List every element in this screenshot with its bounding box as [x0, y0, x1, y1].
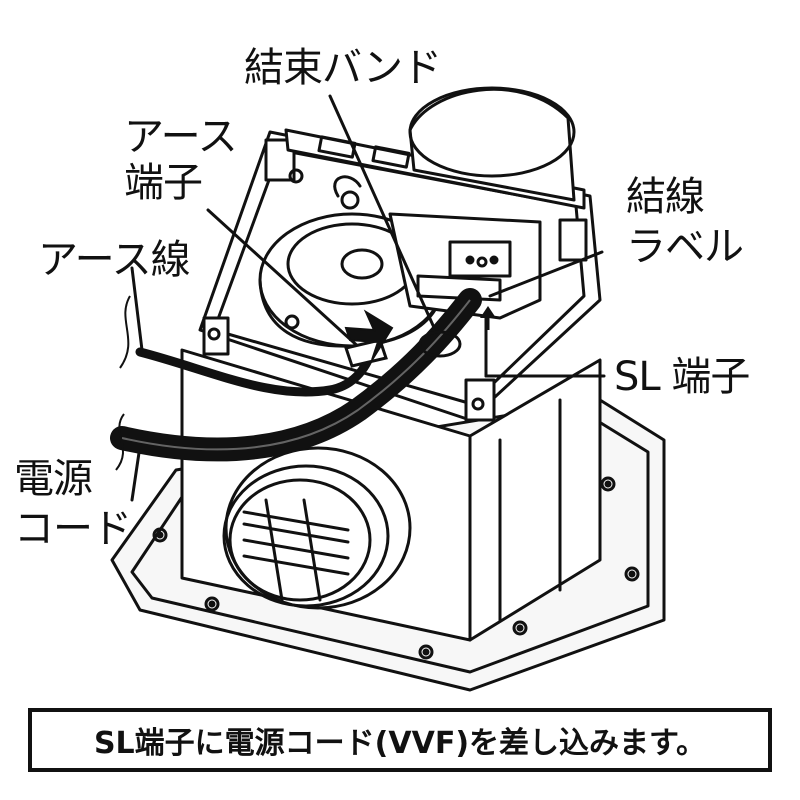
- binding-band-label: 結束バンド: [244, 45, 442, 91]
- earth-terminal-label-line1: アース: [124, 114, 238, 160]
- power-cord-label-line1: 電源: [14, 456, 93, 502]
- instruction-caption: SL端子に電源コード(VVF)を差し込みます。: [93, 726, 707, 761]
- binding-band: [418, 330, 462, 358]
- earth-terminal-label-line2: 端子: [124, 160, 203, 206]
- insert-arrow: [344, 309, 394, 361]
- wiring-label-line2: ラベル: [626, 224, 744, 270]
- earth-wire-label: アース線: [38, 237, 191, 283]
- power-cord: [110, 288, 482, 462]
- fan-body-side: [468, 358, 602, 642]
- instruction-caption-box: SL端子に電源コード(VVF)を差し込みます。: [28, 708, 772, 772]
- earth-wire: [135, 345, 377, 397]
- power-cord-label: 電源 コード: [14, 454, 132, 554]
- sl-terminal-label: SL 端子: [614, 354, 750, 400]
- wiring-label-line1: 結線: [626, 174, 705, 220]
- wiring-label-callout: 結線 ラベル: [626, 172, 744, 272]
- earth-terminal-label: アース 端子: [124, 114, 238, 206]
- power-cord-label-line2: コード: [14, 506, 132, 552]
